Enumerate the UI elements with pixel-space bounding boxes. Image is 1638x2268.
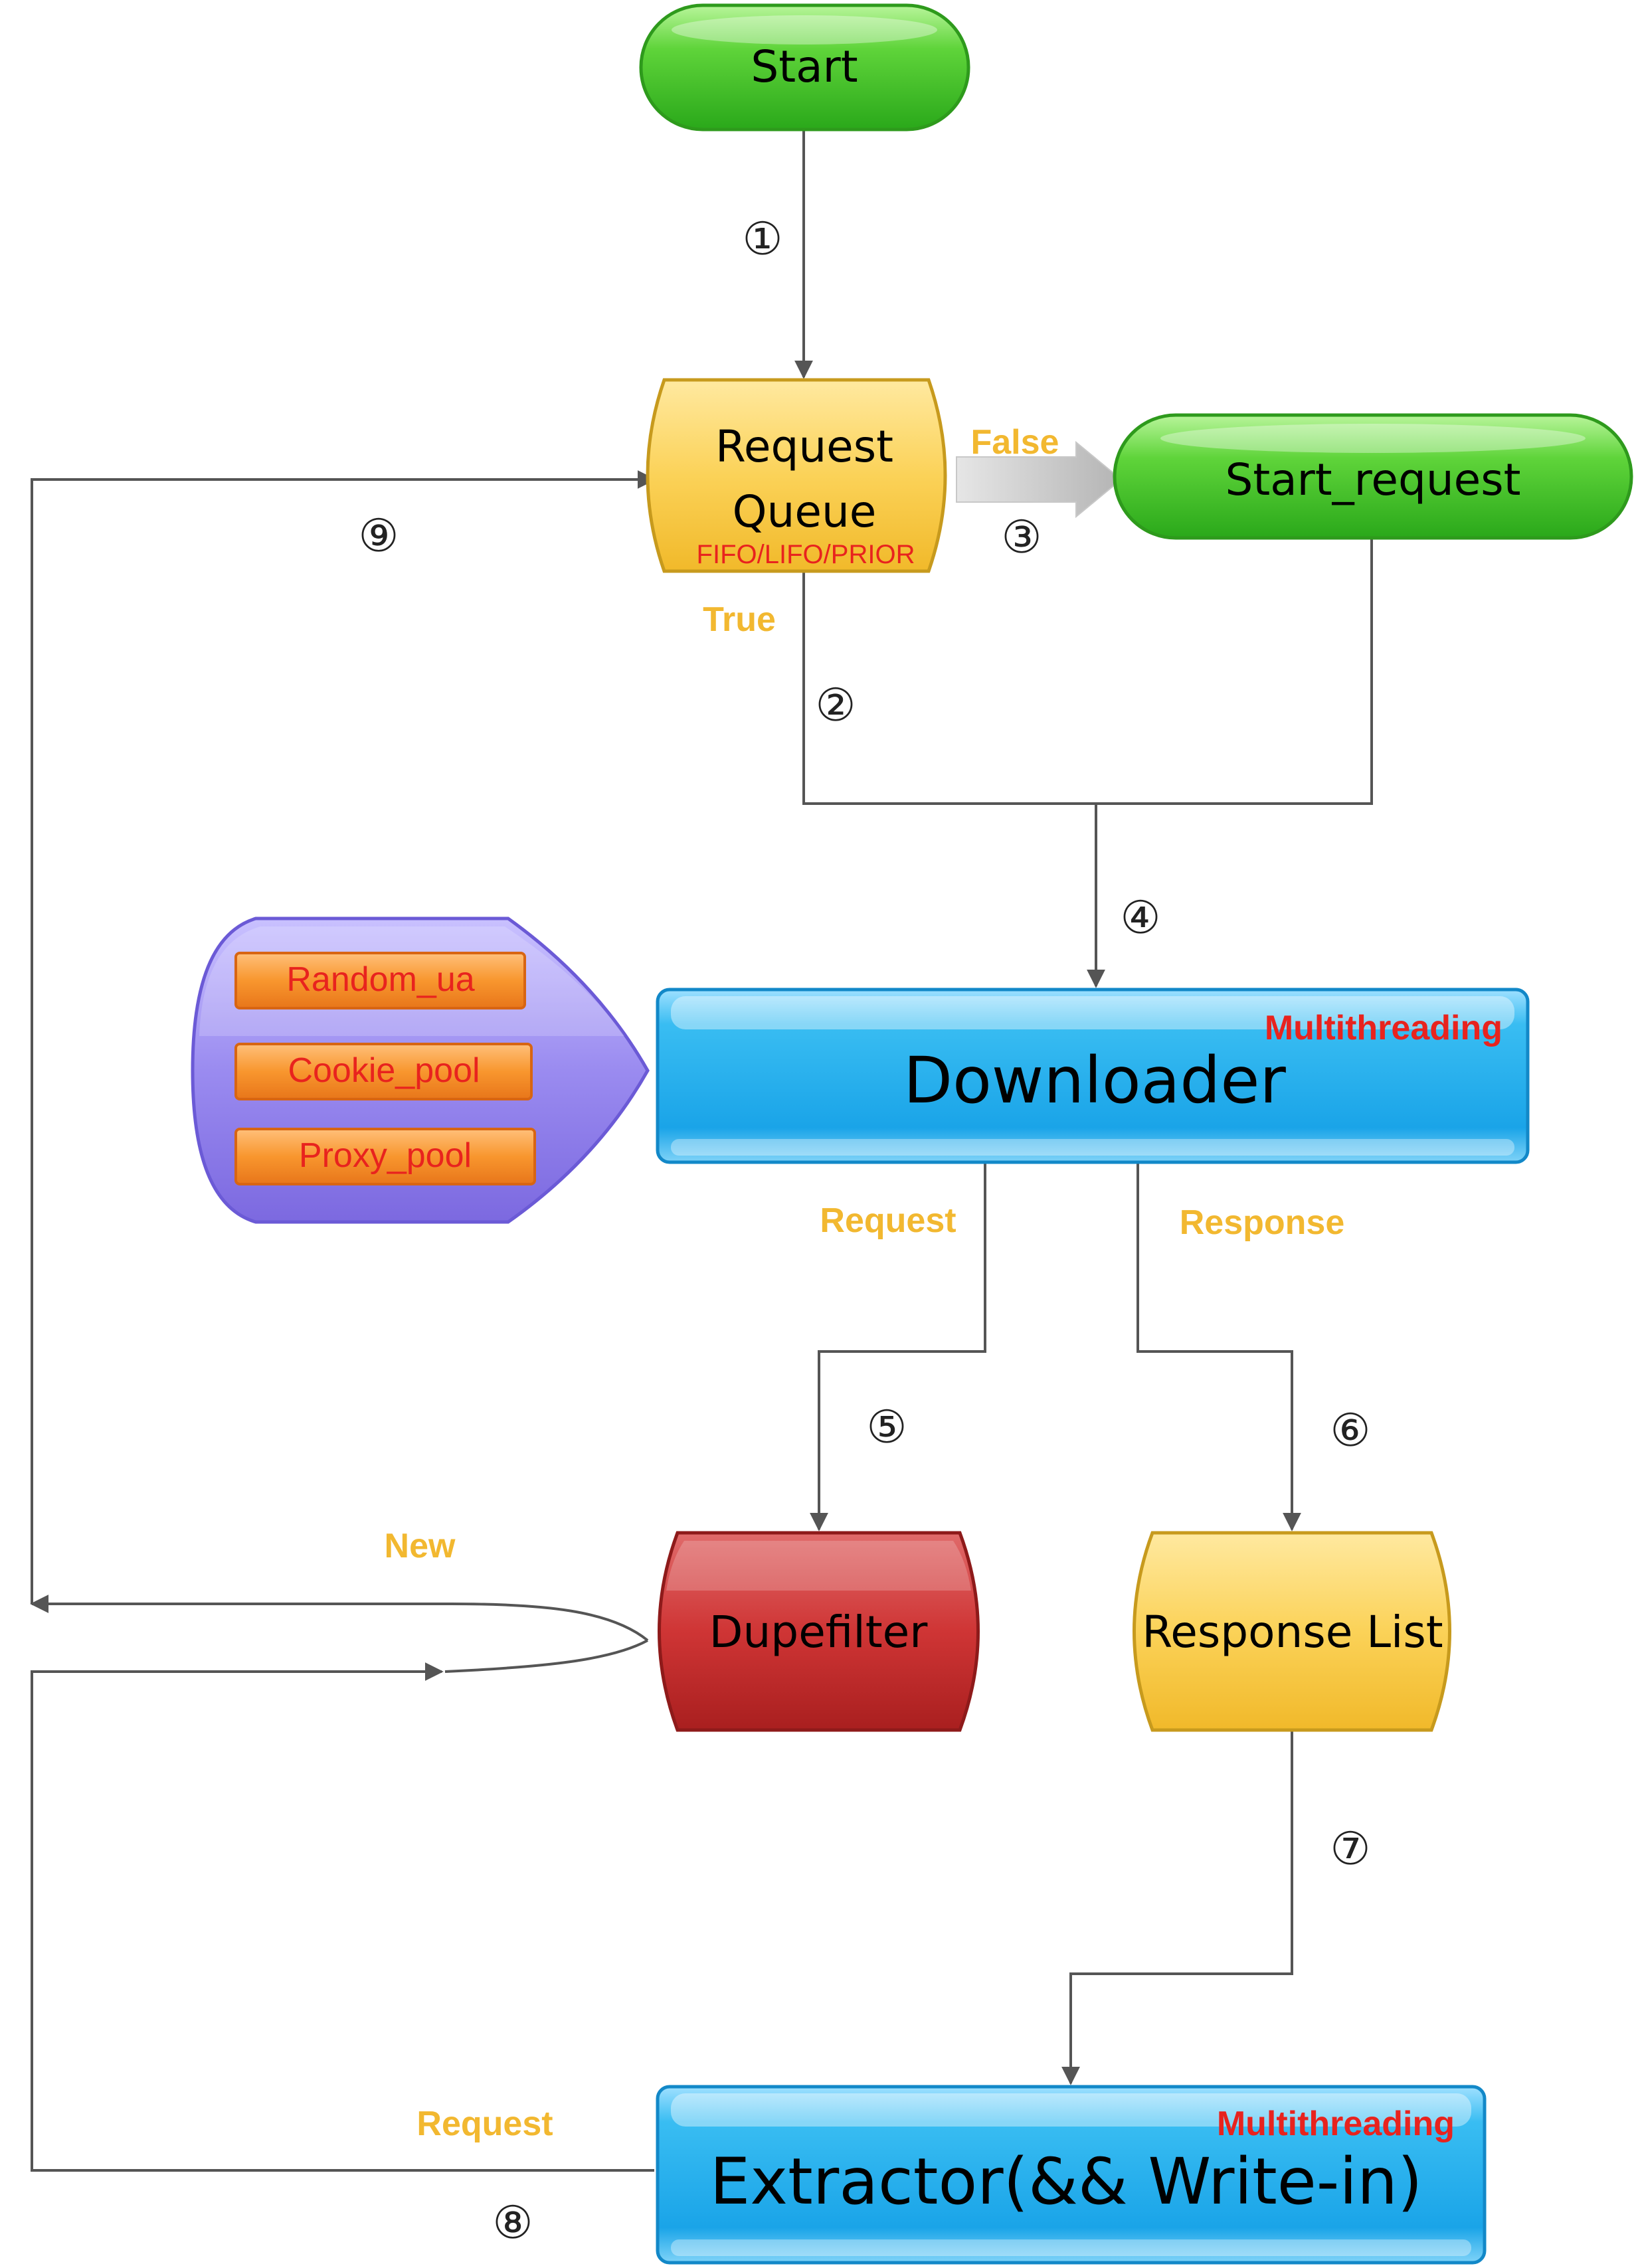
extractor-label: Extractor(&& Write-in) (710, 2144, 1423, 2219)
step-3: ③ (1002, 511, 1042, 564)
edge-dupefilter-curve-top (451, 1603, 649, 1642)
middleware-proxy-pool[interactable]: Proxy_pool (234, 1128, 536, 1185)
middleware-random-ua[interactable]: Random_ua (234, 952, 526, 1009)
step-5: ⑤ (867, 1401, 907, 1454)
extractor-multithreading-badge: Multithreading (1217, 2105, 1455, 2143)
start-label: Start (751, 41, 858, 92)
step-8: ⑧ (493, 2197, 533, 2249)
step-9: ⑨ (359, 510, 399, 563)
response-list-node[interactable]: Response List (1133, 1531, 1451, 1732)
edge-responselist-to-extractor (1061, 1730, 1293, 2085)
downloader-response-label: Response (1180, 1203, 1345, 1242)
downloader-node[interactable]: Downloader Multithreading (656, 988, 1530, 1164)
response-list-label: Response List (1142, 1607, 1443, 1658)
start-node[interactable]: Start (639, 3, 970, 131)
middleware-cookie-pool[interactable]: Cookie_pool (234, 1043, 533, 1100)
new-label: New (385, 1527, 456, 1565)
false-arrow (956, 440, 1123, 519)
dupefilter-label: Dupefilter (709, 1607, 929, 1658)
step-1: ① (743, 213, 783, 266)
downloader-multithreading-badge: Multithreading (1265, 1009, 1502, 1047)
step-6: ⑥ (1330, 1405, 1371, 1457)
dupefilter-node[interactable]: Dupefilter (658, 1531, 980, 1732)
step-4: ④ (1121, 892, 1161, 944)
middleware-cookie-pool-label: Cookie_pool (288, 1051, 480, 1090)
request-queue-label-line2: Queue (733, 486, 877, 537)
downloader-request-label: Request (820, 1201, 956, 1240)
edge-startrequest-down (1096, 538, 1373, 805)
false-label: False (971, 423, 1059, 462)
start-request-node[interactable]: Start_request (1113, 413, 1633, 540)
extractor-request-label: Request (416, 2105, 553, 2143)
extractor-node[interactable]: Extractor(&& Write-in) Multithreading (656, 2085, 1487, 2265)
connectors (30, 130, 1373, 2172)
request-queue-label-line1: Request (715, 421, 893, 472)
edge-dupefilter-new-to-queue (31, 470, 656, 1604)
true-label: True (703, 600, 776, 639)
downloader-label: Downloader (903, 1043, 1286, 1118)
edge-queue-true (802, 571, 1096, 805)
request-queue-modes: FIFO/LIFO/PRIOR (697, 540, 915, 569)
edge-downloader-to-responselist (1137, 1162, 1301, 1531)
middleware-random-ua-label: Random_ua (286, 960, 474, 999)
start-request-label: Start_request (1225, 454, 1520, 505)
request-queue-node[interactable]: Request Queue FIFO/LIFO/PRIOR (646, 378, 947, 573)
edge-downloader-to-dupefilter (810, 1162, 986, 1531)
step-2: ② (816, 679, 856, 732)
middleware-proxy-pool-label: Proxy_pool (299, 1136, 472, 1175)
step-7: ⑦ (1330, 1823, 1371, 1875)
edge-extractor-to-dupefilter (31, 1662, 654, 2172)
edge-dupefilter-curve-bottom (444, 1639, 648, 1673)
